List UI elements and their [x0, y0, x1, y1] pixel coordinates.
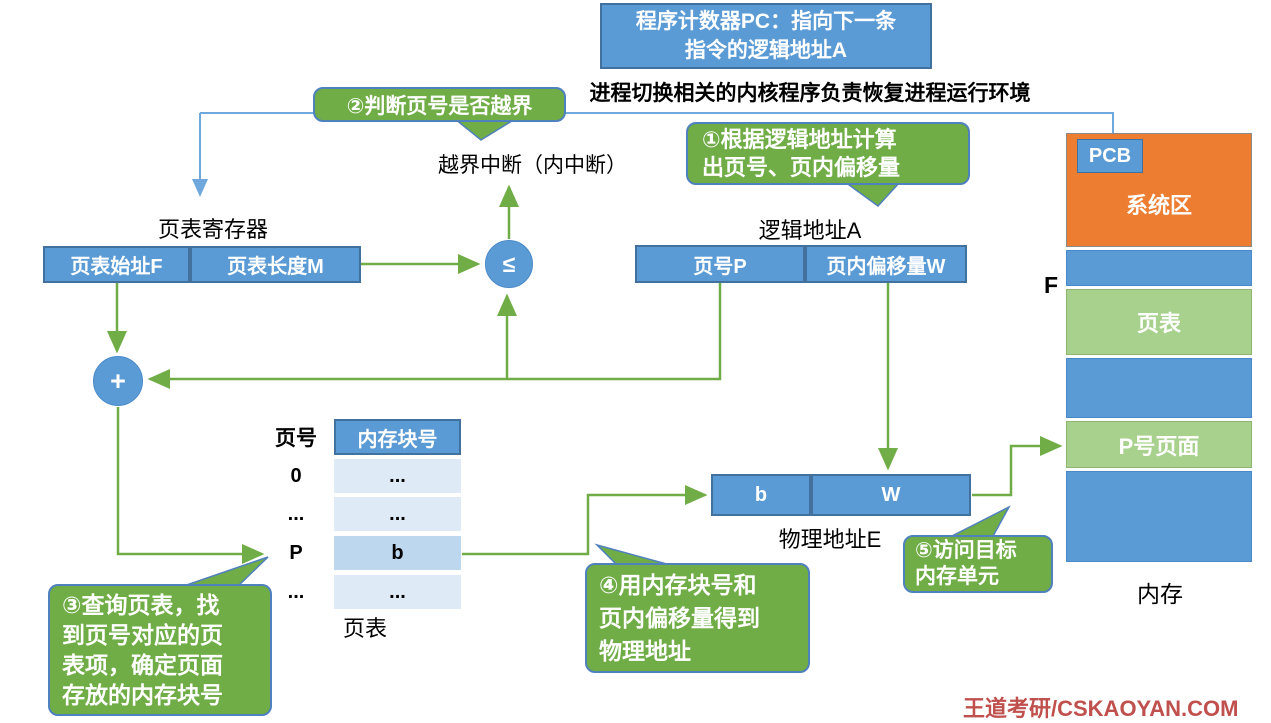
pcb-box: PCB: [1077, 139, 1143, 173]
page-table-row0-value: ...: [334, 459, 461, 493]
callout-step4: ④用内存块号和 页内偏移量得到 物理地址: [585, 563, 810, 673]
memory-block-page-p: P号页面: [1066, 421, 1252, 468]
comparator-node: ≤: [485, 240, 533, 288]
arrow-adder-to-pagetable-row: [116, 407, 265, 564]
memory-block-page-p-label: P号页面: [1118, 433, 1200, 459]
memory-block-1: [1066, 250, 1252, 286]
callout-step3-line1: ③查询页表，找: [62, 592, 220, 618]
page-table-row3-value: ...: [334, 575, 461, 609]
callout-step5-line1: ⑤访问目标: [915, 539, 1017, 562]
page-table-col2-header: 内存块号: [334, 419, 461, 455]
page-table-row0-key: 0: [290, 464, 302, 487]
callout-step4-line1: ④用内存块号和: [599, 571, 757, 598]
pc-note-line2: 指令的逻辑地址A: [684, 39, 848, 62]
callout-step3-line2: 到页号对应的页: [62, 622, 223, 648]
page-table-row3-key: ...: [287, 580, 305, 603]
page-table-caption: 页表: [342, 616, 387, 641]
pc-note-line1: 程序计数器PC：指向下一条: [635, 10, 897, 33]
callout-step1-line1: ①根据逻辑地址计算: [702, 126, 897, 152]
logical-address-title: 逻辑地址A: [758, 217, 862, 243]
arrow-pagenum-to-adder: [147, 282, 722, 389]
arrow-block-to-physical: [462, 485, 708, 556]
page-table-row1-value: ...: [334, 497, 461, 531]
memory-block-pagetable: 页表: [1066, 289, 1252, 355]
callout-step4-line3: 物理地址: [599, 637, 691, 664]
pc-note-box: 程序计数器PC：指向下一条 指令的逻辑地址A: [600, 3, 932, 69]
interrupt-label: 越界中断（内中断）: [438, 154, 627, 177]
callout-step3: ③查询页表，找 到页号对应的页 表项，确定页面 存放的内存块号: [48, 584, 272, 716]
page-table-row2-key: P: [289, 541, 303, 564]
memory-block-system: PCB 系统区: [1066, 133, 1252, 247]
physical-address-block: b: [711, 474, 811, 516]
field-page-number: 页号P: [635, 245, 805, 283]
callout-step1-tail: [842, 181, 902, 208]
memory-block-3: [1066, 358, 1252, 418]
adder-node: +: [93, 356, 143, 406]
field-page-offset: 页内偏移量W: [805, 245, 967, 283]
field-page-table-length: 页表长度M: [190, 246, 361, 283]
arrow-physical-to-memory: [972, 436, 1063, 497]
callout-step2-tail: [452, 118, 518, 141]
kernel-restore-note: 进程切换相关的内核程序负责恢复进程运行环境: [589, 82, 1031, 105]
page-table-register-title: 页表寄存器: [157, 217, 268, 242]
callout-step3-line4: 存放的内存块号: [62, 682, 223, 708]
page-table-col1-header: 页号: [275, 427, 317, 450]
callout-step1: ①根据逻辑地址计算 出页号、页内偏移量: [686, 122, 970, 185]
callout-step5: ⑤访问目标 内存单元: [903, 535, 1053, 593]
callout-step1-line2: 出页号、页内偏移量: [702, 154, 901, 180]
watermark: 王道考研/CSKAOYAN.COM: [963, 696, 1239, 721]
memory-block-system-label: 系统区: [1125, 193, 1192, 218]
callout-step2: ②判断页号是否越界: [313, 87, 566, 122]
page-table-row1-key: ...: [287, 502, 305, 525]
page-table-row2-value: b: [334, 536, 461, 570]
callout-step4-line2: 页内偏移量得到: [599, 604, 760, 631]
memory-block-pagetable-label: 页表: [1136, 311, 1181, 336]
memory-column: PCB 系统区 页表 P号页面: [1066, 133, 1252, 562]
physical-address-offset: W: [811, 474, 971, 516]
memory-block-5: [1066, 471, 1252, 562]
memory-caption: 内存: [1137, 581, 1183, 607]
physical-address-label: 物理地址E: [778, 527, 882, 552]
field-page-table-base: 页表始址F: [43, 246, 190, 283]
memory-f-label: F: [1043, 271, 1059, 298]
callout-step5-line2: 内存单元: [915, 565, 999, 588]
callout-step2-text: ②判断页号是否越界: [346, 94, 533, 118]
callout-step3-line3: 表项，确定页面: [62, 652, 223, 678]
